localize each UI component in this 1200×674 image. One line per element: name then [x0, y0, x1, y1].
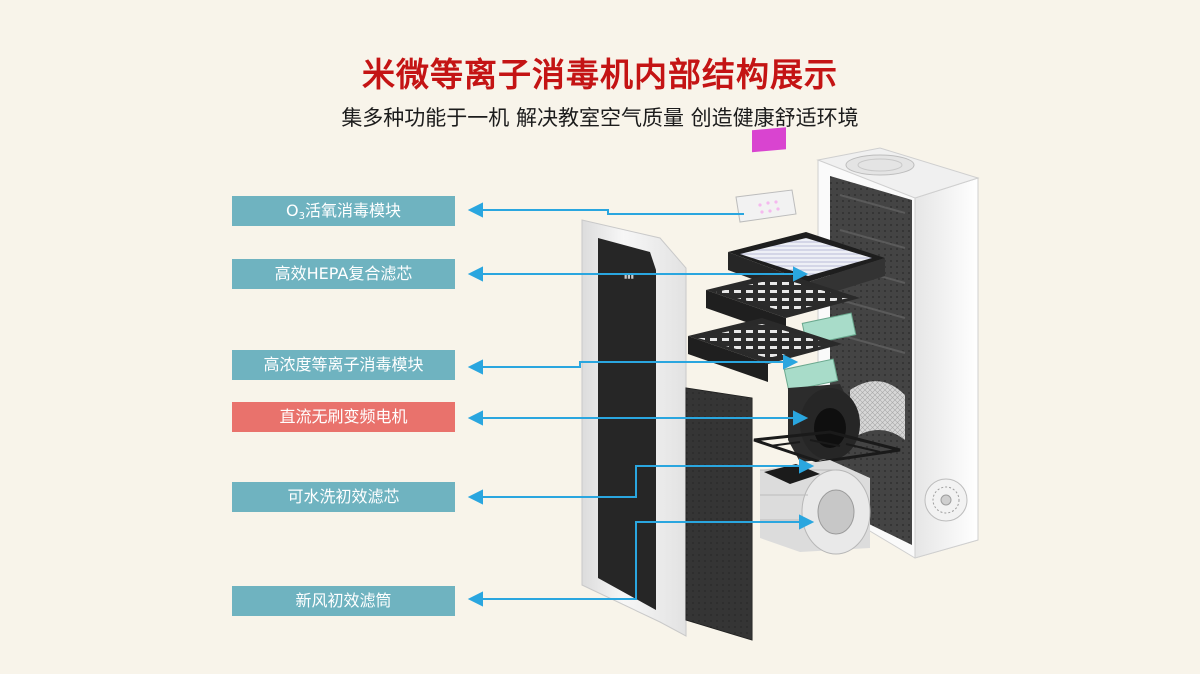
page-title: 米微等离子消毒机内部结构展示 [362, 55, 838, 94]
callout-arrows [467, 202, 815, 607]
label-o3-prefix: O [286, 201, 299, 220]
washable-pre-filter [685, 387, 753, 641]
plasma-module-lower [688, 318, 842, 392]
svg-text:▮▮▮: ▮▮▮ [624, 274, 634, 280]
label-hepa-filter: 高效HEPA复合滤芯 [232, 259, 455, 289]
front-panel: ▮▮▮ [581, 219, 687, 637]
label-dc-motor: 直流无刷变频电机 [232, 402, 455, 432]
label-fresh-air-filter: 新风初效滤筒 [232, 586, 455, 616]
label-o3-module: O3活氧消毒模块 [232, 196, 455, 226]
label-plasma-module: 高浓度等离子消毒模块 [232, 350, 455, 380]
label-o3-subscript: 3 [298, 211, 305, 222]
o3-module [735, 127, 797, 223]
label-washable-filter: 可水洗初效滤芯 [232, 482, 455, 512]
fresh-air-filter-drum [760, 460, 871, 555]
plasma-module-upper [706, 272, 860, 346]
label-o3-text: 活氧消毒模块 [304, 201, 401, 220]
page-subtitle: 集多种功能于一机 解决教室空气质量 创造健康舒适环境 [341, 106, 859, 130]
fan-guard [753, 430, 901, 464]
